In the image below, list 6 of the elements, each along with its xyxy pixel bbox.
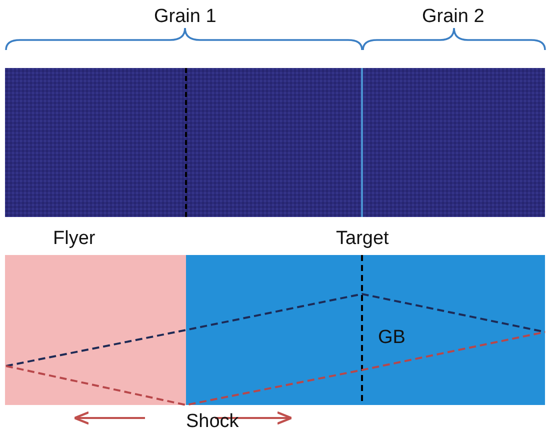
grain-label: Grain 2 (422, 6, 484, 28)
grain-label: Grain 1 (154, 6, 216, 28)
region-label: Flyer (53, 228, 96, 250)
region-label: Target (336, 228, 389, 250)
grain-boundary-label: GB (378, 327, 406, 349)
wave-label: Shock (186, 411, 239, 433)
